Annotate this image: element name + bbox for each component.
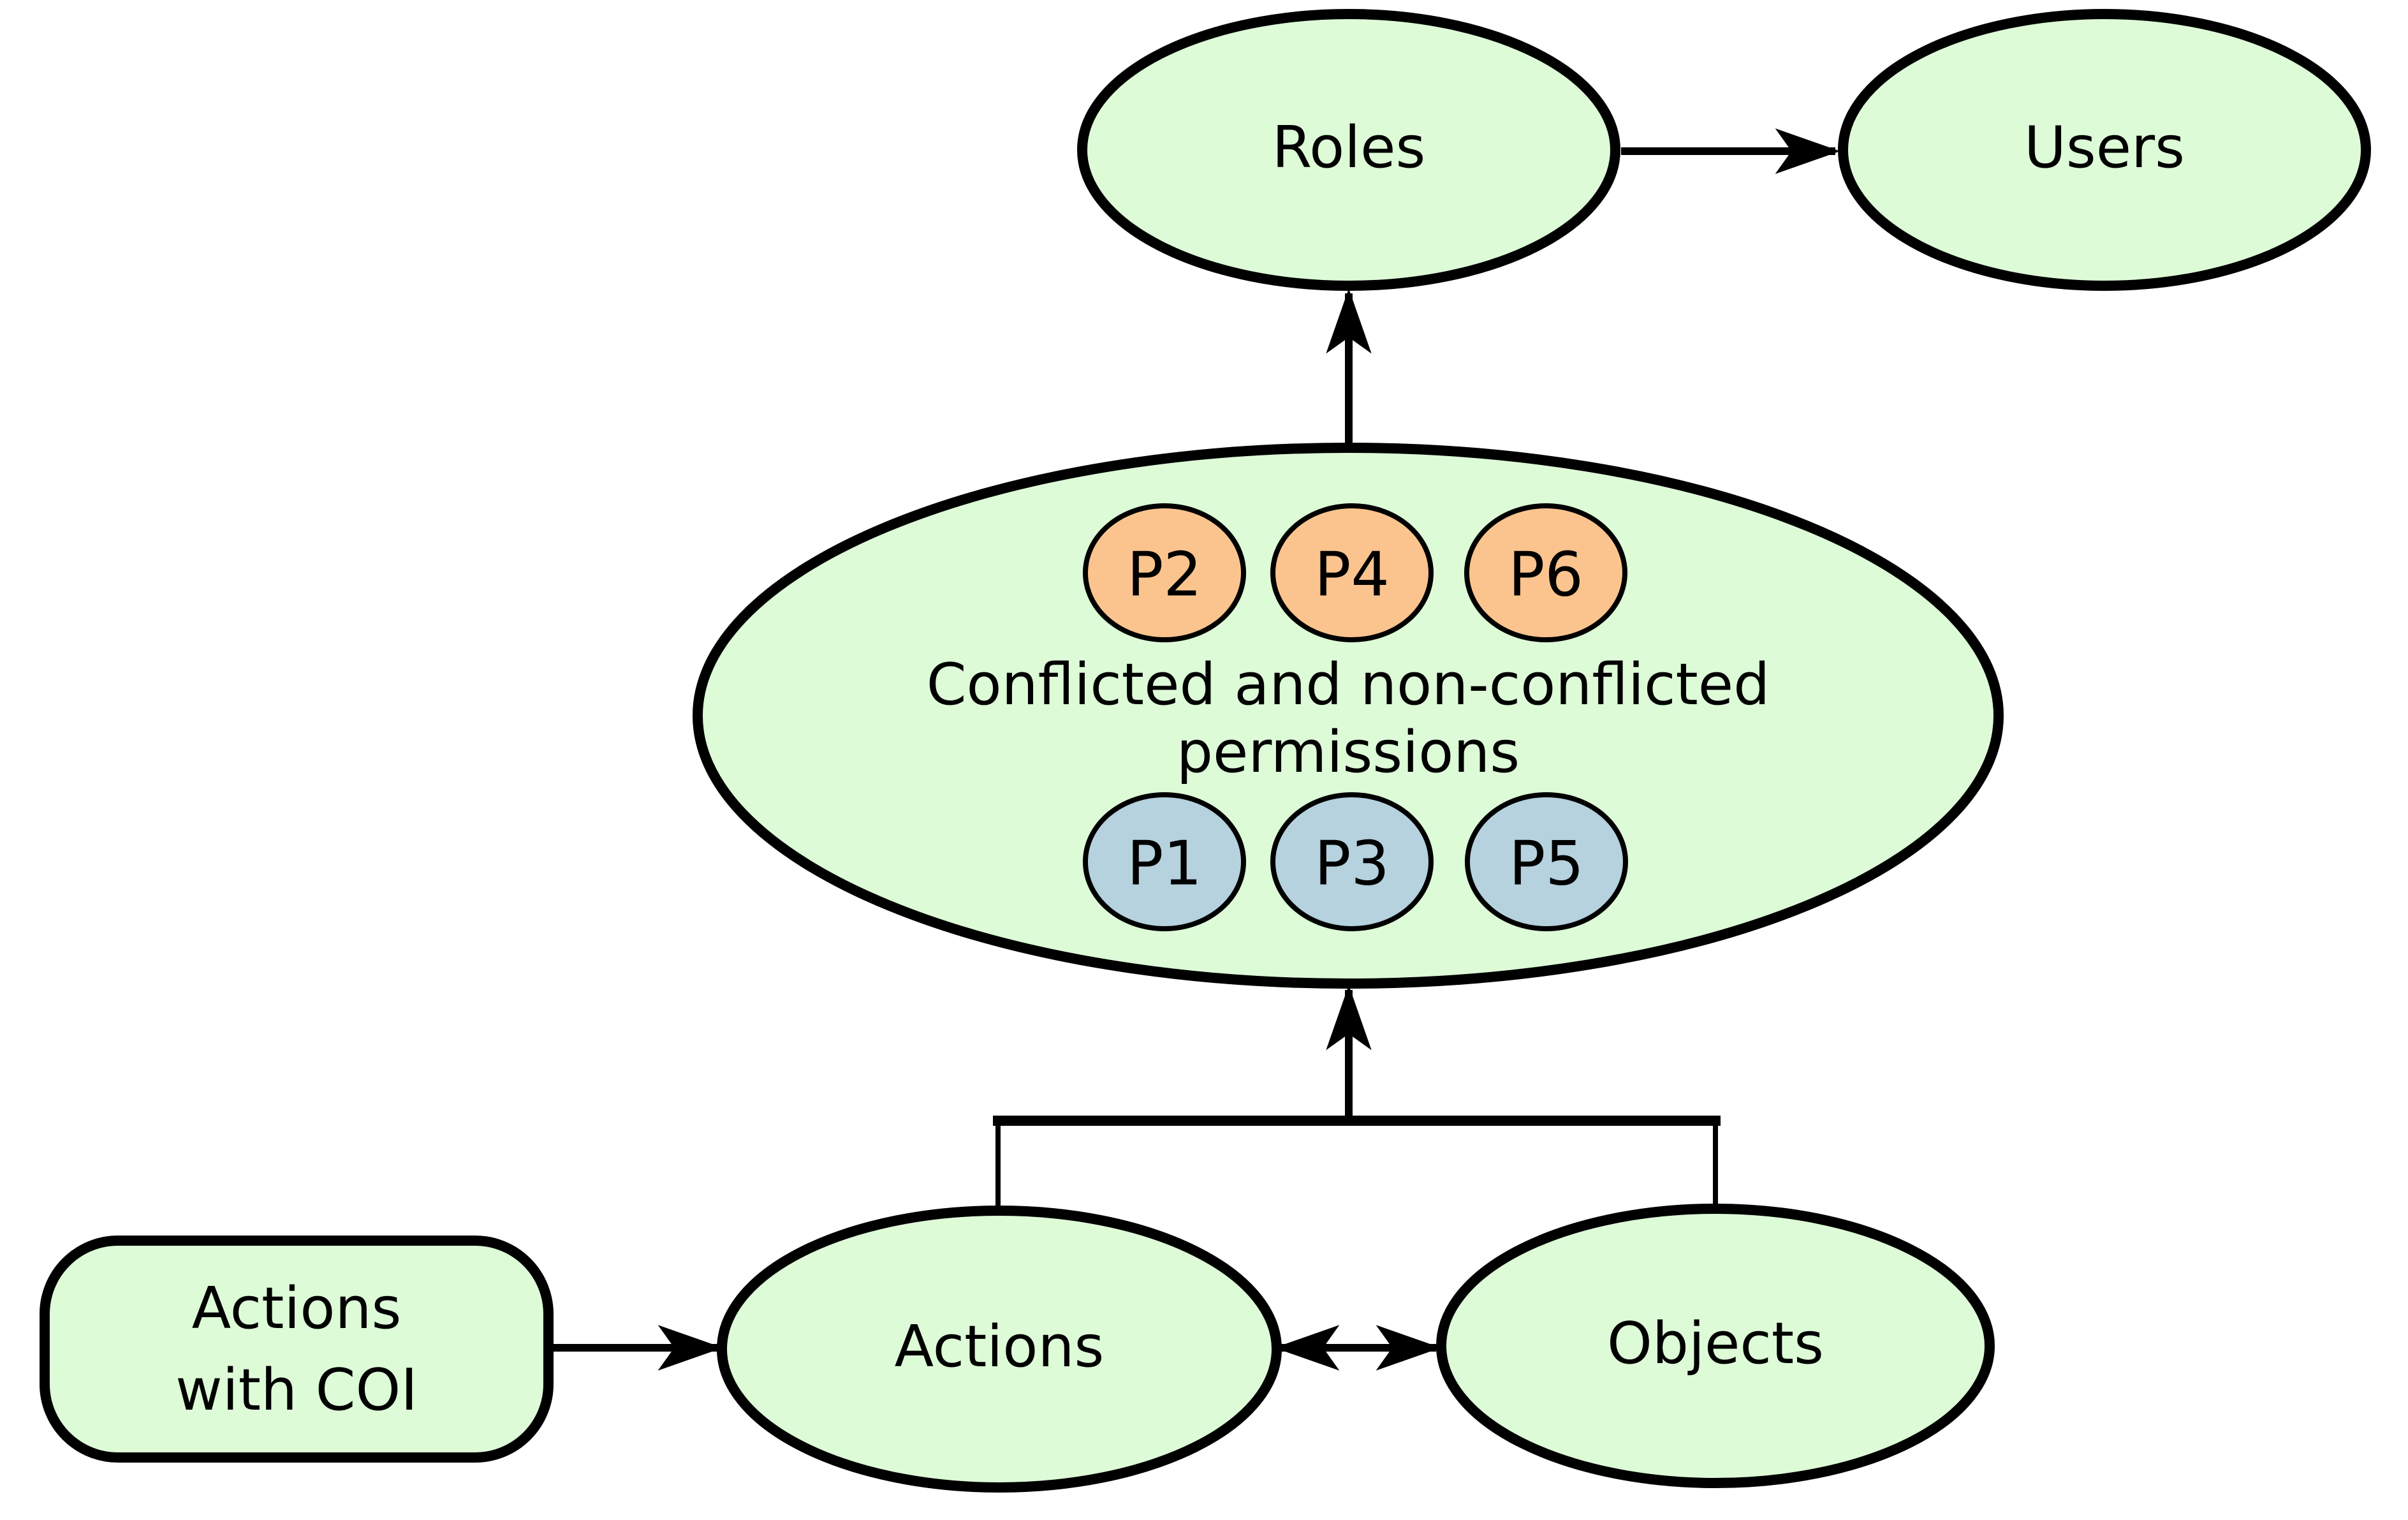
- chip-p3-label: P3: [1314, 829, 1390, 899]
- chip-p1-ellipse: [1083, 792, 1246, 931]
- permissions-label-line2: permissions: [1176, 719, 1520, 786]
- chip-p2-label: P2: [1127, 540, 1202, 610]
- actions-with-coi-box: [40, 1236, 554, 1463]
- chip-p2-ellipse: [1083, 503, 1246, 642]
- chip-p4-ellipse: [1270, 503, 1434, 642]
- roles-label: Roles: [1272, 114, 1426, 181]
- permissions-label-line1: Conflicted and non-conflicted: [926, 651, 1770, 718]
- actions-with-coi-label-line2: with COI: [175, 1357, 418, 1424]
- permissions-ellipse: [693, 443, 2004, 989]
- actions-label: Actions: [894, 1313, 1105, 1380]
- chip-p6-label: P6: [1508, 540, 1583, 610]
- chip-p5-ellipse: [1465, 792, 1628, 931]
- users-ellipse: [1838, 9, 2371, 291]
- objects-label: Objects: [1606, 1310, 1824, 1377]
- chip-p3-ellipse: [1270, 792, 1434, 931]
- chip-p5-label: P5: [1509, 829, 1584, 899]
- chip-p1-label: P1: [1127, 829, 1202, 899]
- chip-p6-ellipse: [1464, 503, 1627, 642]
- actions-with-coi-label-line1: Actions: [191, 1275, 402, 1342]
- roles-ellipse: [1077, 9, 1620, 291]
- actions-ellipse: [717, 1206, 1282, 1493]
- objects-ellipse: [1436, 1204, 1995, 1488]
- users-label: Users: [2023, 114, 2185, 181]
- chip-p4-label: P4: [1314, 540, 1390, 610]
